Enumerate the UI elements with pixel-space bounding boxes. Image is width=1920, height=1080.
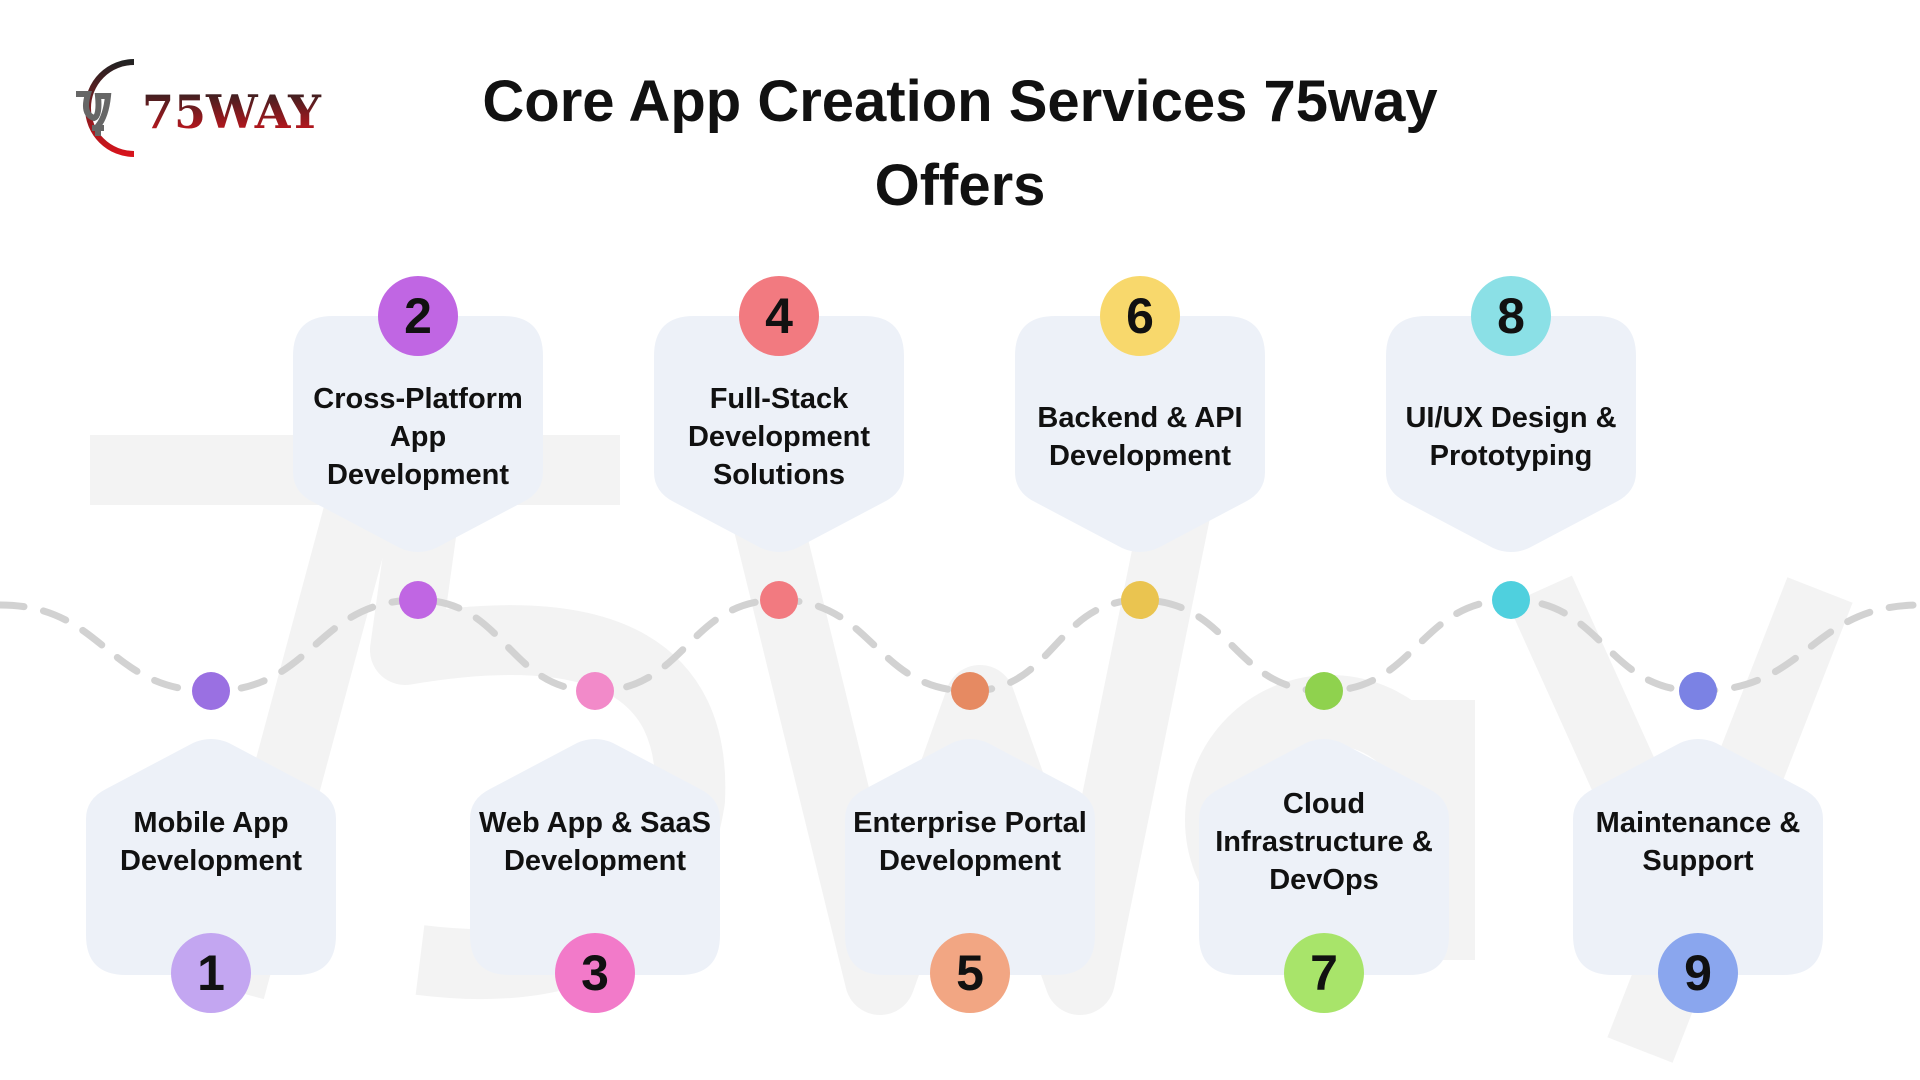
service-number-badge-5: 5 xyxy=(930,933,1010,1013)
service-label-7: Cloud Infrastructure & DevOps xyxy=(1215,788,1433,896)
logo-75way: 75WAY xyxy=(52,56,352,160)
service-number-badge-8: 8 xyxy=(1471,276,1551,356)
service-card-3-shape xyxy=(470,739,720,975)
service-label-9: Maintenance & Support xyxy=(1595,807,1801,877)
timeline-dot-4 xyxy=(760,581,798,619)
timeline-dot-9 xyxy=(1679,672,1717,710)
timeline-dot-1 xyxy=(192,672,230,710)
timeline-dots xyxy=(192,581,1717,710)
page-title: Core App Creation Services 75way Offers xyxy=(482,69,1438,218)
timeline-dot-5 xyxy=(951,672,989,710)
card-shapes xyxy=(86,316,1823,975)
service-label-8: UI/UX Design & Prototyping xyxy=(1405,402,1617,472)
service-number-badge-3: 3 xyxy=(555,933,635,1013)
service-label-5: Enterprise Portal Development xyxy=(853,807,1087,877)
timeline-dot-7 xyxy=(1305,672,1343,710)
service-number-badge-1: 1 xyxy=(171,933,251,1013)
service-number-badge-9: 9 xyxy=(1658,933,1738,1013)
timeline-dot-2 xyxy=(399,581,437,619)
service-card-9-shape xyxy=(1573,739,1823,975)
service-card-4-shape xyxy=(654,316,904,552)
service-label-4: Full-Stack Development Solutions xyxy=(687,383,871,491)
timeline-dot-6 xyxy=(1121,581,1159,619)
service-label-2: Cross-Platform App Development xyxy=(313,383,523,491)
service-label-3: Web App & SaaS Development xyxy=(478,807,712,877)
service-label-6: Backend & API Development xyxy=(1037,402,1243,472)
service-card-7-shape xyxy=(1199,739,1449,975)
service-card-2-shape xyxy=(293,316,543,552)
logo-text: 75WAY xyxy=(142,85,322,139)
service-card-8-shape xyxy=(1386,316,1636,552)
timeline-dot-3 xyxy=(576,672,614,710)
service-number-badge-7: 7 xyxy=(1284,933,1364,1013)
service-card-5-shape xyxy=(845,739,1095,975)
service-number-badge-6: 6 xyxy=(1100,276,1180,356)
service-card-1-shape xyxy=(86,739,336,975)
service-number-badge-4: 4 xyxy=(739,276,819,356)
service-card-6-shape xyxy=(1015,316,1265,552)
service-label-1: Mobile App Development xyxy=(119,807,303,877)
timeline-dot-8 xyxy=(1492,581,1530,619)
service-number-badge-2: 2 xyxy=(378,276,458,356)
